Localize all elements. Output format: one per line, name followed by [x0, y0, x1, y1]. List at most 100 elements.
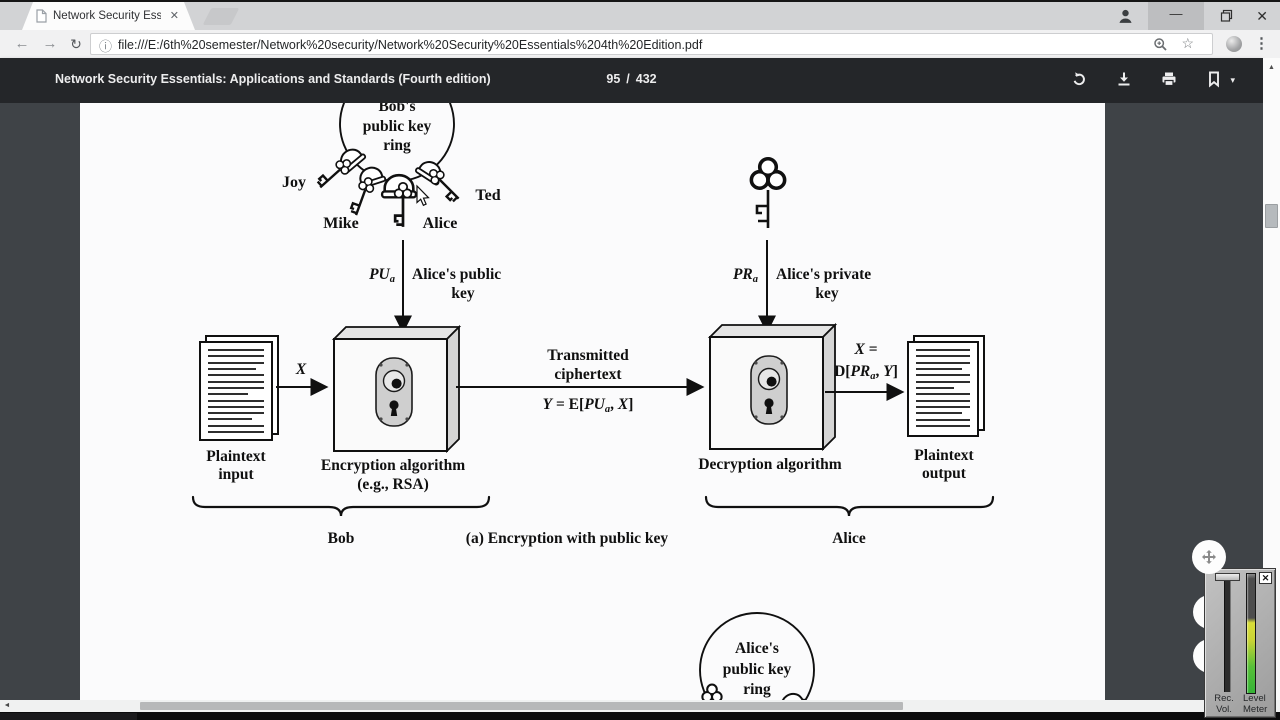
transmitted-label2: ciphertext [554, 366, 622, 383]
public-key-arrow: PUa Alice's public key [369, 240, 501, 334]
key-label-mike: Mike [323, 215, 359, 232]
print-icon[interactable] [1160, 70, 1178, 88]
level-label: Level [1243, 693, 1266, 704]
level-meter [1246, 573, 1256, 694]
ted-key-icon [426, 166, 464, 204]
maximize-restore-button[interactable] [1219, 8, 1234, 23]
x-input-arrow: X [276, 361, 329, 396]
zoom-icon[interactable] [1153, 37, 1168, 52]
bookmark-caret-icon[interactable]: ▾ [1230, 75, 1235, 85]
bob-brace: Bob [191, 495, 491, 547]
alice-brace: Alice [704, 495, 995, 547]
scroll-left-icon[interactable]: ◄ [3, 702, 11, 709]
move-icon [1202, 550, 1216, 564]
decrypt-formula-line1: X = [853, 341, 877, 358]
transmitted-label1: Transmitted [547, 347, 629, 364]
encryption-box: Encryption algorithm (e.g., RSA) [321, 324, 465, 493]
input-label2: input [218, 466, 254, 483]
vol-label: Vol. [1216, 704, 1232, 715]
minimize-button[interactable]: — [1148, 2, 1204, 30]
page-indicator: 95 / 432 [0, 72, 1263, 86]
svg-text:PRa: PRa [733, 266, 758, 285]
pdf-toolbar: Network Security Essentials: Application… [0, 58, 1263, 103]
mouse-cursor [416, 184, 430, 207]
page-info-icon[interactable]: ⓘ [99, 39, 113, 54]
decrypt-output-arrow: X = D[PRa, Y] [825, 341, 905, 401]
alice-label: Alice [832, 530, 866, 547]
x-label: X [295, 361, 307, 378]
bookmark-icon[interactable]: ▾ [1205, 70, 1235, 88]
profile-icon[interactable] [1117, 8, 1134, 25]
alice-ring-line2: public key [723, 661, 792, 678]
bob-ring-line3: ring [383, 137, 411, 154]
tab-close-icon[interactable]: ✕ [169, 10, 179, 22]
back-icon[interactable]: ← [14, 35, 30, 52]
bob-key-ring: Bob's public key ring Joy Mike Alice Ted [282, 103, 501, 232]
window-top-edge [0, 0, 1280, 2]
pdf-page: Bob's public key ring Joy Mike Alice Ted [80, 103, 1105, 700]
cipher-formula: Y = E[PUa, X] [543, 396, 634, 415]
recorder-volume-panel: ✕ Rec. Level Vol. Meter [1204, 568, 1276, 718]
decryption-box: Decryption algorithm [698, 322, 842, 473]
public-key-desc2: key [451, 285, 475, 302]
private-key-icon [749, 156, 787, 228]
horizontal-scrollbar[interactable]: ◄ ► [0, 700, 1280, 712]
input-label1: Plaintext [206, 448, 266, 465]
screen-bottom-bar [0, 712, 1280, 720]
figure-caption: (a) Encryption with public key [466, 530, 669, 547]
plaintext-output-doc: Plaintext output [907, 335, 985, 482]
forward-icon[interactable]: → [42, 35, 58, 52]
alice-key-ring: Alice's public key ring [699, 612, 815, 700]
joy-key-icon [315, 156, 354, 193]
bob-ring-line1: Bob's [378, 103, 415, 115]
encryption-label1: Encryption algorithm [321, 457, 465, 474]
bookmark-star-icon[interactable]: ☆ [1181, 35, 1194, 51]
tab-strip: Network Security Essenti ✕ — ✕ [0, 2, 1280, 30]
scroll-up-icon[interactable]: ▲ [1268, 64, 1275, 71]
reload-icon[interactable]: ↻ [70, 36, 82, 52]
private-key-desc2: key [815, 285, 839, 302]
page-separator: / [626, 72, 630, 86]
alice-key-icon [395, 183, 412, 227]
tab-title: Network Security Essenti [53, 10, 161, 22]
recorder-move-button[interactable] [1192, 540, 1226, 574]
address-input[interactable]: ⓘ file:///E:/6th%20semester/Network%20se… [90, 33, 1213, 55]
bob-ring-line2: public key [363, 118, 432, 135]
private-key-arrow: PRa Alice's private key [733, 240, 871, 334]
page-current-input[interactable]: 95 [606, 72, 621, 86]
private-key-desc1: Alice's private [776, 266, 871, 283]
output-label1: Plaintext [914, 447, 974, 464]
bob-label: Bob [328, 530, 355, 547]
page-total: 432 [635, 72, 657, 86]
download-icon[interactable] [1115, 70, 1133, 88]
url-text: file:///E:/6th%20semester/Network%20secu… [118, 37, 703, 52]
vertical-scrollbar-thumb[interactable] [1265, 204, 1278, 228]
tab-network-security-pdf[interactable]: Network Security Essenti ✕ [22, 2, 195, 30]
plaintext-input-doc: Plaintext input [199, 335, 279, 483]
alice-ring-line1: Alice's [735, 640, 779, 657]
window-close-button[interactable]: ✕ [1256, 8, 1268, 24]
browser-menu-icon[interactable]: ⋮ [1254, 35, 1269, 52]
decrypt-formula-line2: D[PRa, Y] [834, 363, 898, 382]
record-volume-slider[interactable] [1215, 573, 1240, 581]
decryption-label1: Decryption algorithm [698, 456, 841, 473]
ciphertext-arrow: Transmitted ciphertext Y = E[PUa, X] [456, 347, 705, 415]
key-label-joy: Joy [282, 174, 306, 191]
alice-ring-line3: ring [743, 681, 771, 698]
recorder-close-icon[interactable]: ✕ [1259, 572, 1272, 584]
record-volume-track[interactable] [1224, 576, 1231, 692]
horizontal-scrollbar-thumb[interactable] [140, 702, 903, 710]
pdf-viewer-area: Bob's public key ring Joy Mike Alice Ted [0, 103, 1263, 700]
encryption-label2: (e.g., RSA) [357, 476, 428, 493]
address-toolbar: ← → ↻ ⓘ file:///E:/6th%20semester/Networ… [0, 30, 1280, 58]
mike-key-icon [349, 176, 376, 218]
rotate-icon[interactable] [1070, 70, 1088, 88]
public-key-desc1: Alice's public [412, 266, 501, 283]
output-label2: output [922, 465, 967, 482]
public-key-encryption-diagram: Bob's public key ring Joy Mike Alice Ted [191, 103, 995, 700]
extension-icon[interactable] [1226, 36, 1242, 52]
new-tab-button[interactable] [202, 8, 240, 25]
page-favicon-icon [36, 9, 47, 23]
key-label-alice: Alice [423, 215, 458, 232]
svg-text:PUa: PUa [369, 266, 395, 285]
